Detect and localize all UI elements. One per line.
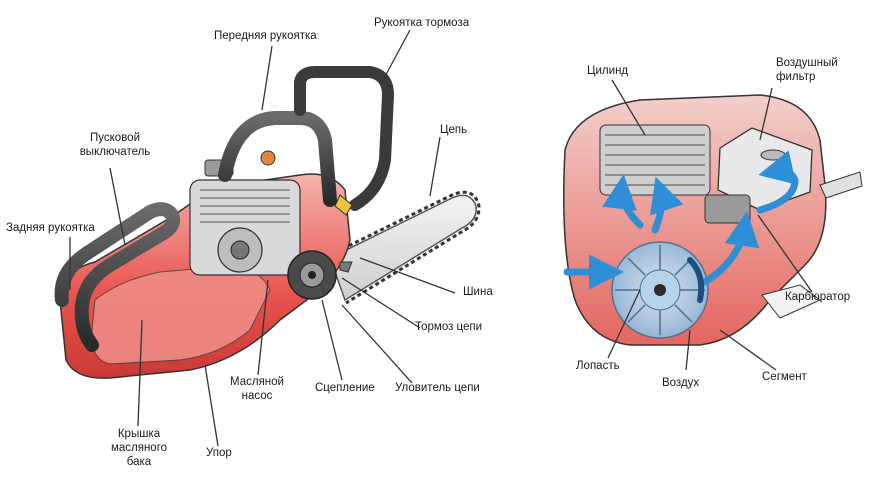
label-chain: Цепь bbox=[440, 124, 468, 136]
brake-handle bbox=[294, 66, 394, 211]
label-rear-handle: Задняя рукоятка bbox=[6, 222, 95, 234]
label-segment: Сегмент bbox=[762, 371, 807, 383]
chainsaw-leader-lines bbox=[69, 29, 456, 447]
engine-leader-lines bbox=[607, 79, 813, 371]
label-start-switch: Пусковой выключатель bbox=[70, 131, 160, 159]
label-blade: Лопасть bbox=[576, 360, 620, 372]
label-air-filter: Воздушный фильтр bbox=[776, 56, 838, 84]
label-air: Воздух bbox=[662, 377, 700, 389]
label-stop: Упор bbox=[206, 447, 232, 459]
label-cylinder: Цилинд bbox=[587, 65, 629, 77]
exhaust-pipe bbox=[819, 171, 863, 199]
label-oil-cap-line3: бака bbox=[126, 456, 152, 468]
rear-handle bbox=[54, 202, 181, 352]
label-chain-catcher: Уловитель цепи bbox=[395, 382, 480, 394]
label-start-switch-line1: Пусковой bbox=[90, 132, 140, 144]
front-handle bbox=[218, 111, 337, 207]
brake-lever bbox=[334, 194, 353, 216]
label-oil-pump-line1: Масляной bbox=[230, 376, 284, 388]
label-air-filter-line2: фильтр bbox=[776, 71, 816, 83]
engine-block bbox=[189, 150, 301, 276]
label-brake-handle: Рукоятка тормоза bbox=[374, 17, 470, 29]
segment-part bbox=[761, 284, 821, 319]
carburetor-body bbox=[704, 194, 751, 224]
tank-area bbox=[91, 265, 271, 365]
label-carburetor: Карбюратор bbox=[785, 291, 851, 303]
label-bar: Шина bbox=[463, 286, 493, 298]
label-oil-cap: Крышка масляного бака bbox=[103, 427, 175, 469]
label-oil-pump-line2: насос bbox=[241, 390, 273, 402]
label-chain-brake: Тормоз цепи bbox=[415, 321, 483, 333]
air-flow-arrows bbox=[563, 150, 799, 290]
label-clutch: Сцепление bbox=[315, 382, 375, 394]
label-oil-cap-line2: масляного bbox=[110, 442, 168, 454]
cylinder-fins bbox=[599, 124, 711, 196]
label-oil-pump: Масляной насос bbox=[222, 375, 292, 403]
engine-illustration bbox=[563, 94, 863, 346]
label-front-handle: Передняя рукоятка bbox=[214, 30, 317, 42]
label-start-switch-line2: выключатель bbox=[79, 146, 151, 158]
label-air-filter-line1: Воздушный bbox=[776, 57, 838, 69]
label-oil-cap-line1: Крышка bbox=[117, 428, 161, 440]
air-swirl-arrow bbox=[687, 257, 705, 303]
guide-bar bbox=[329, 194, 477, 302]
bumper-spike bbox=[339, 261, 353, 273]
saw-chain bbox=[329, 190, 481, 305]
chainsaw-illustration bbox=[54, 66, 481, 379]
